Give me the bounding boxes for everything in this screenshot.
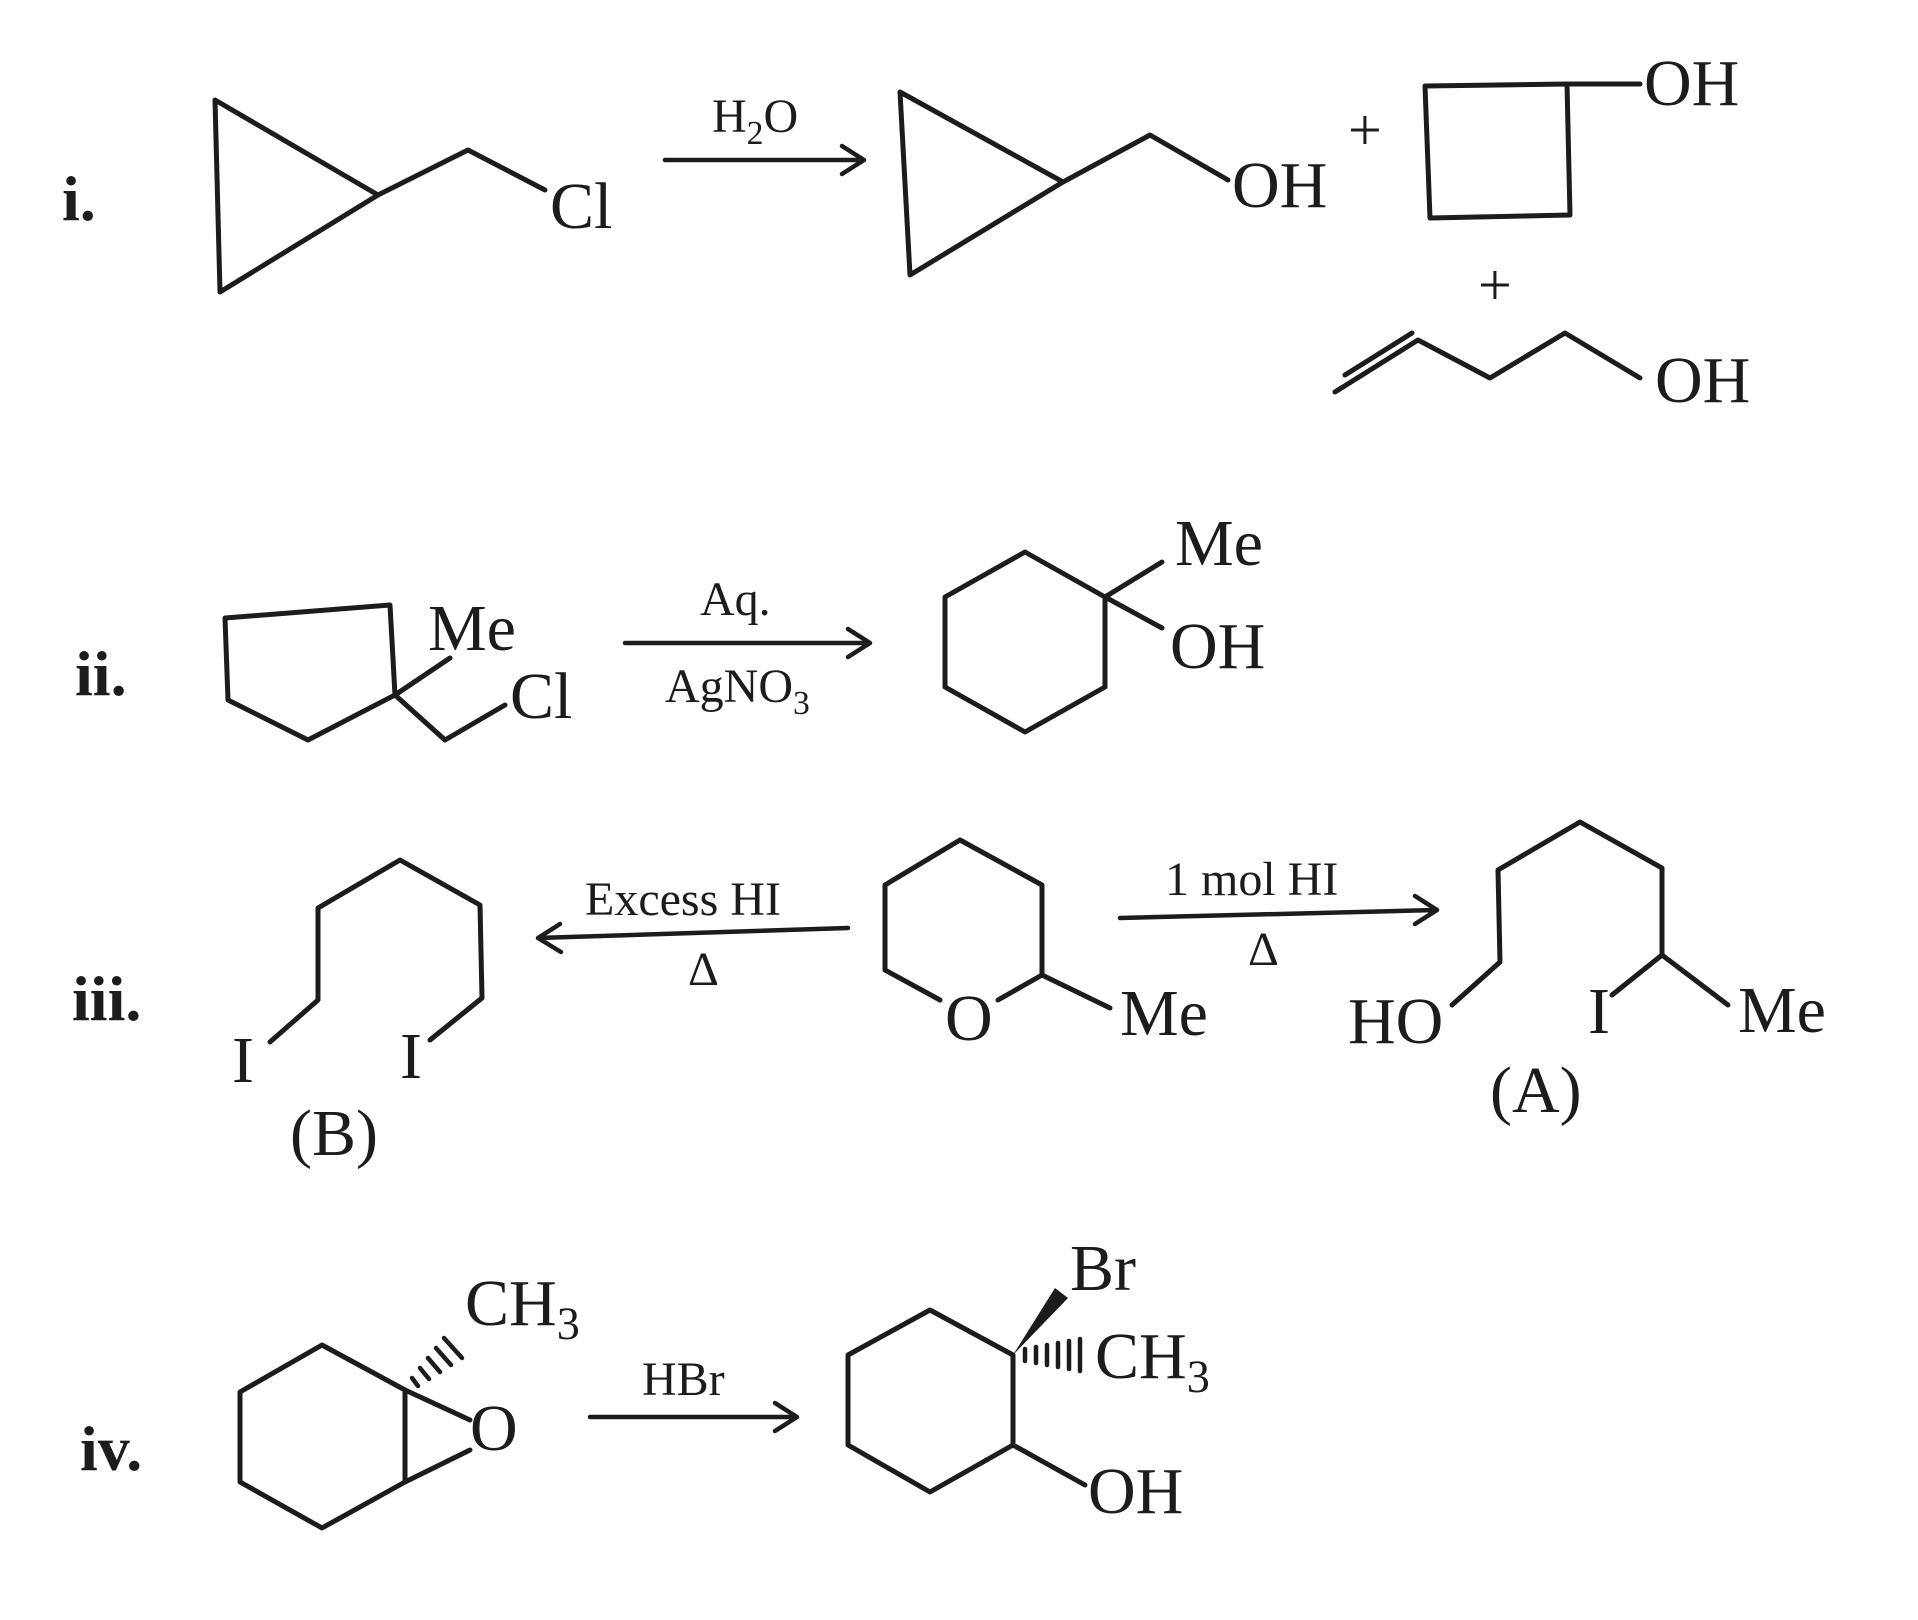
ring-oxygen: O xyxy=(945,982,993,1055)
chlorine-atom: Cl xyxy=(510,660,572,733)
methyl-group: CH3 xyxy=(1095,1320,1210,1402)
reaction-label-iii: iii. xyxy=(72,963,141,1034)
epoxide-oxygen: O xyxy=(470,1392,518,1465)
hashed-wedge-bond xyxy=(409,1335,465,1389)
methyl-group: Me xyxy=(428,592,516,665)
hydroxyl-group: HO xyxy=(1348,985,1443,1058)
reaction-arrow-iv: HBr xyxy=(587,1353,800,1434)
methyl-group: Me xyxy=(1120,977,1208,1050)
methyltetrahydropyran: O Me xyxy=(882,837,1208,1055)
butenol: OH xyxy=(1332,330,1750,417)
bromo-methylcyclohexanol: Br CH3 OH xyxy=(845,1232,1210,1528)
reaction-arrow-1mol-hi: 1 mol HI Δ xyxy=(1117,853,1440,976)
heat-condition: Δ xyxy=(688,943,719,996)
diiodopentane-b: I I (B) xyxy=(232,857,485,1170)
hydroxyl-group: OH xyxy=(1088,1455,1183,1528)
methyl-group: Me xyxy=(1175,507,1263,580)
methyl-group: CH3 xyxy=(465,1267,580,1349)
bromine-atom: Br xyxy=(1070,1232,1136,1305)
product-label-a: (A) xyxy=(1490,1054,1582,1127)
plus-sign: + xyxy=(1478,252,1512,318)
reaction-arrow-i: H2O xyxy=(662,90,867,177)
methylcyclohexanol: Me OH xyxy=(942,507,1265,735)
iodine-atom: I xyxy=(400,1020,422,1093)
hydroxyl-group: OH xyxy=(1644,47,1739,120)
reagent-aqueous: Aq. xyxy=(700,573,771,626)
iodine-atom: I xyxy=(1588,975,1610,1048)
wedge-bond xyxy=(1013,1288,1068,1355)
heat-condition: Δ xyxy=(1248,923,1279,976)
reagent-water: H2O xyxy=(712,90,798,152)
hydroxyl-group: OH xyxy=(1655,344,1750,417)
cyclopropylmethyl-chloride: Cl xyxy=(212,97,612,295)
reagent-excess-hi: Excess HI xyxy=(585,873,781,926)
iodohexanol-a: HO I Me (A) xyxy=(1348,819,1826,1127)
plus-sign: + xyxy=(1348,97,1382,163)
reaction-label-ii: ii. xyxy=(75,638,127,709)
reagent-silver-nitrate: AgNO3 xyxy=(665,660,810,722)
methyl-group: Me xyxy=(1738,974,1826,1047)
hydroxyl-group: OH xyxy=(1232,149,1327,222)
cyclobutanol: OH xyxy=(1422,47,1739,221)
chlorine-atom: Cl xyxy=(550,170,612,243)
reaction-arrow-ii: Aq. AgNO3 xyxy=(622,573,873,722)
reaction-label-i: i. xyxy=(62,163,96,234)
iodine-atom: I xyxy=(232,1024,254,1097)
hashed-wedge-bond xyxy=(1022,1336,1083,1374)
methylcyclopentylmethyl-chloride: Me Cl xyxy=(222,592,572,743)
cyclopropylmethanol: OH xyxy=(897,89,1327,278)
reaction-label-iv: iv. xyxy=(80,1413,142,1484)
hydroxyl-group: OH xyxy=(1170,610,1265,683)
product-label-b: (B) xyxy=(290,1097,378,1170)
reagent-1mol-hi: 1 mol HI xyxy=(1165,853,1338,906)
reagent-hbr: HBr xyxy=(642,1353,725,1406)
reaction-arrow-excess-hi: Excess HI Δ xyxy=(535,873,851,996)
methylcyclohexene-oxide: CH3 O xyxy=(237,1267,580,1531)
